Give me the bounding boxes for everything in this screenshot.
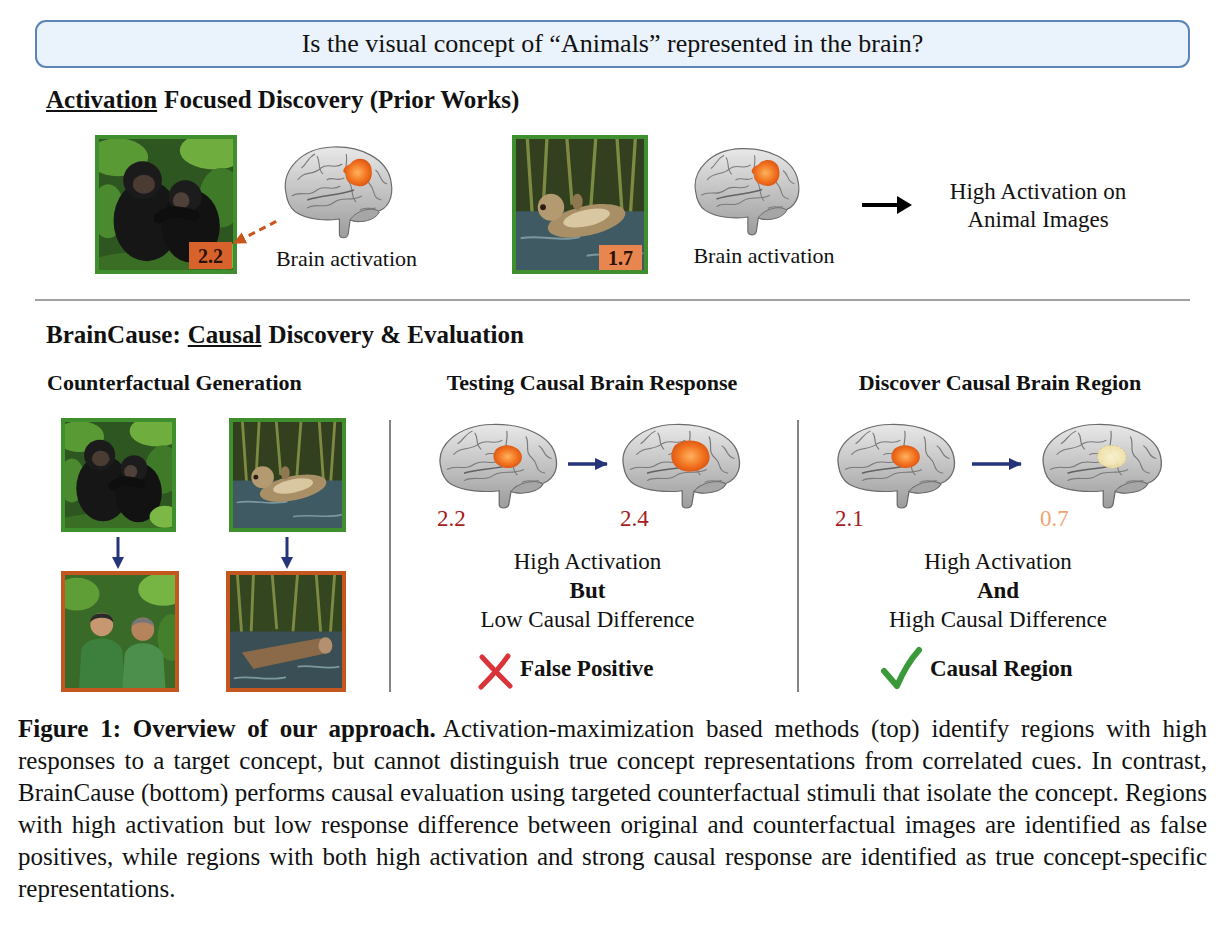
brain-map: Brain activation — [688, 142, 802, 237]
activation-score: 0.7 — [1040, 506, 1069, 532]
title-box: Is the visual concept of “Animals” repre… — [35, 20, 1190, 68]
column-divider — [389, 420, 390, 692]
brain-render — [695, 149, 799, 235]
column-heading: Discover Causal Brain Region — [810, 368, 1190, 398]
column-divider — [797, 420, 798, 692]
image-frame — [63, 420, 174, 530]
activation-score: 2.2 — [437, 506, 466, 532]
section-heading: Causal — [188, 319, 262, 351]
section-heading: Activation — [46, 84, 157, 116]
result-note: High Causal Difference — [850, 605, 1146, 635]
section-heading: ActivationFocused Discovery (Prior Works… — [46, 84, 519, 116]
brain-render — [623, 424, 740, 508]
image-frame — [228, 573, 344, 690]
image-frame — [63, 573, 177, 690]
cross-mark — [481, 656, 510, 687]
score-value: 2.2 — [198, 245, 223, 267]
brain-render — [1043, 424, 1161, 508]
brain-map: 0.7 — [1035, 418, 1165, 510]
result-arrow — [862, 196, 912, 214]
brain-caption: Brain activation — [693, 243, 834, 269]
otter-photo — [231, 420, 344, 530]
image-frame — [231, 420, 344, 530]
connector-arrow — [568, 462, 607, 466]
result-note: High Activation — [850, 547, 1146, 577]
brain-map: 2.2 — [432, 418, 560, 510]
connector-arrow — [234, 221, 276, 243]
chimp-photo — [83, 132, 249, 283]
down-arrow — [281, 537, 293, 569]
section-heading: Focused Discovery (Prior Works) — [164, 84, 519, 116]
brain-render — [285, 147, 391, 238]
otter-photo — [514, 137, 646, 272]
section-heading: BrainCause: — [46, 319, 181, 351]
brain-map: 2.1 — [830, 418, 958, 510]
brain-caption: Brain activation — [276, 246, 417, 272]
activation-score: 2.1 — [835, 506, 864, 532]
result-note: But — [440, 576, 735, 606]
section-divider — [35, 300, 1190, 301]
brain-render — [440, 424, 557, 508]
brain-render — [838, 424, 955, 508]
activation-score: 2.4 — [620, 506, 649, 532]
score-value: 1.7 — [608, 247, 633, 269]
down-arrow — [112, 537, 124, 569]
check-mark — [884, 650, 919, 686]
image-frame — [514, 137, 646, 272]
caption-lead: Figure 1: Overview of our approach. — [18, 715, 436, 742]
figure-title: Is the visual concept of “Animals” repre… — [302, 29, 924, 59]
result-note: Low Causal Difference — [440, 605, 735, 635]
image-frame — [97, 137, 235, 272]
brain-map: 2.4 — [615, 418, 743, 510]
result-note: High Activation — [440, 547, 735, 577]
brain-map: Brain activation — [278, 140, 395, 240]
figure-caption: Figure 1: Overview of our approach.Activ… — [18, 713, 1207, 905]
score-badge: 1.7 — [599, 245, 642, 270]
connector-arrow — [972, 462, 1021, 466]
counterfactual-photo — [54, 573, 189, 690]
verdict-label: Causal Region — [930, 654, 1170, 684]
score-badge: 2.2 — [189, 242, 232, 269]
section-heading: Discovery & Evaluation — [268, 319, 524, 351]
column-heading: Testing Causal Brain Response — [402, 368, 782, 398]
chimp-photo — [52, 416, 185, 539]
section-heading: BrainCause:CausalDiscovery & Evaluation — [46, 319, 524, 351]
caption-text: Activation-maximization based methods (t… — [18, 715, 1207, 902]
column-heading: Counterfactual Generation — [47, 368, 377, 398]
verdict-label: False Positive — [520, 654, 740, 684]
result-note: And — [850, 576, 1146, 606]
counterfactual-photo — [228, 573, 344, 690]
result-note: High Activation on Animal Images — [918, 178, 1158, 234]
